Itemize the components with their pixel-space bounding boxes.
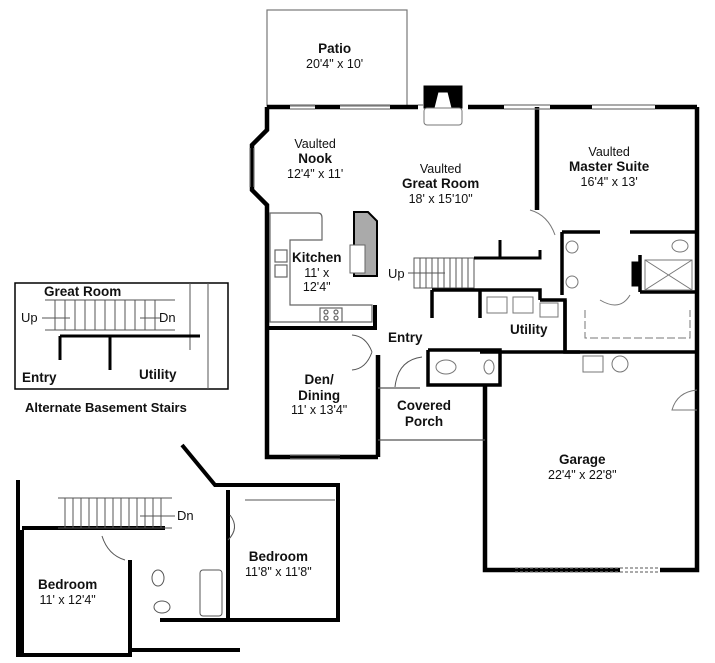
room-patio: Patio 20'4" x 10' bbox=[306, 41, 363, 71]
room-name: Great Room bbox=[402, 176, 480, 192]
room-name-line2: Dining bbox=[298, 387, 341, 403]
room-name: Kitchen bbox=[292, 250, 342, 265]
room-garage: Garage 22'4" x 22'8" bbox=[548, 452, 617, 482]
room-covered-porch: Covered Porch bbox=[397, 398, 451, 429]
room-dimensions: 11' x 13'4" bbox=[291, 403, 348, 418]
room-name: Bedroom bbox=[38, 577, 98, 592]
room-utility: Utility bbox=[510, 322, 548, 337]
alt-great-room-label: Great Room bbox=[44, 284, 122, 299]
room-entry: Entry bbox=[388, 330, 423, 345]
room-nook: Vaulted Nook 12'4" x 11' bbox=[287, 137, 343, 181]
alternate-stairs-box bbox=[14, 282, 229, 390]
stairs-up-label: Up bbox=[388, 266, 405, 281]
room-name: Bedroom bbox=[248, 549, 308, 564]
room-name: Master Suite bbox=[569, 159, 650, 175]
room-prefix: Vaulted bbox=[588, 145, 630, 159]
room-dimensions: 22'4" x 22'8" bbox=[548, 467, 617, 482]
room-name: Patio bbox=[318, 41, 352, 56]
room-bedroom-right: Bedroom 11'8" x 11'8" bbox=[245, 549, 312, 579]
room-dimensions: 12'4" x 11' bbox=[287, 166, 344, 181]
room-prefix: Vaulted bbox=[419, 162, 462, 176]
alt-entry-label: Entry bbox=[22, 370, 57, 385]
room-bedroom-left: Bedroom 11' x 12'4" bbox=[38, 577, 97, 607]
room-prefix: Vaulted bbox=[294, 137, 336, 151]
alt-utility-label: Utility bbox=[139, 367, 177, 382]
room-dimensions-line1: 11' x bbox=[304, 265, 330, 280]
hearth bbox=[423, 107, 463, 126]
room-dimensions: 16'4" x 13' bbox=[580, 174, 638, 189]
room-dimensions: 20'4" x 10' bbox=[306, 56, 364, 71]
fireplace bbox=[423, 85, 463, 109]
alt-dn-label: Dn bbox=[159, 310, 176, 325]
room-name-line2: Porch bbox=[404, 413, 444, 429]
room-dimensions: 18' x 15'10" bbox=[408, 191, 473, 206]
room-name-line1: Den/ bbox=[304, 372, 334, 387]
room-name-line1: Covered bbox=[397, 398, 452, 413]
room-den-dining: Den/ Dining 11' x 13'4" bbox=[291, 372, 347, 417]
room-name: Garage bbox=[559, 452, 606, 467]
room-name: Nook bbox=[298, 151, 332, 167]
alt-stairs-caption: Alternate Basement Stairs bbox=[25, 400, 187, 415]
room-dimensions: 11'8" x 11'8" bbox=[245, 564, 312, 579]
room-dimensions-line2: 12'4" bbox=[302, 279, 331, 294]
upper-stairs-dn-label: Dn bbox=[177, 508, 194, 523]
room-dimensions: 11' x 12'4" bbox=[39, 592, 96, 607]
alt-up-label: Up bbox=[21, 310, 38, 325]
room-great-room: Vaulted Great Room 18' x 15'10" bbox=[402, 162, 479, 206]
room-kitchen: Kitchen 11' x 12'4" bbox=[292, 250, 342, 294]
room-master-suite: Vaulted Master Suite 16'4" x 13' bbox=[569, 145, 649, 189]
